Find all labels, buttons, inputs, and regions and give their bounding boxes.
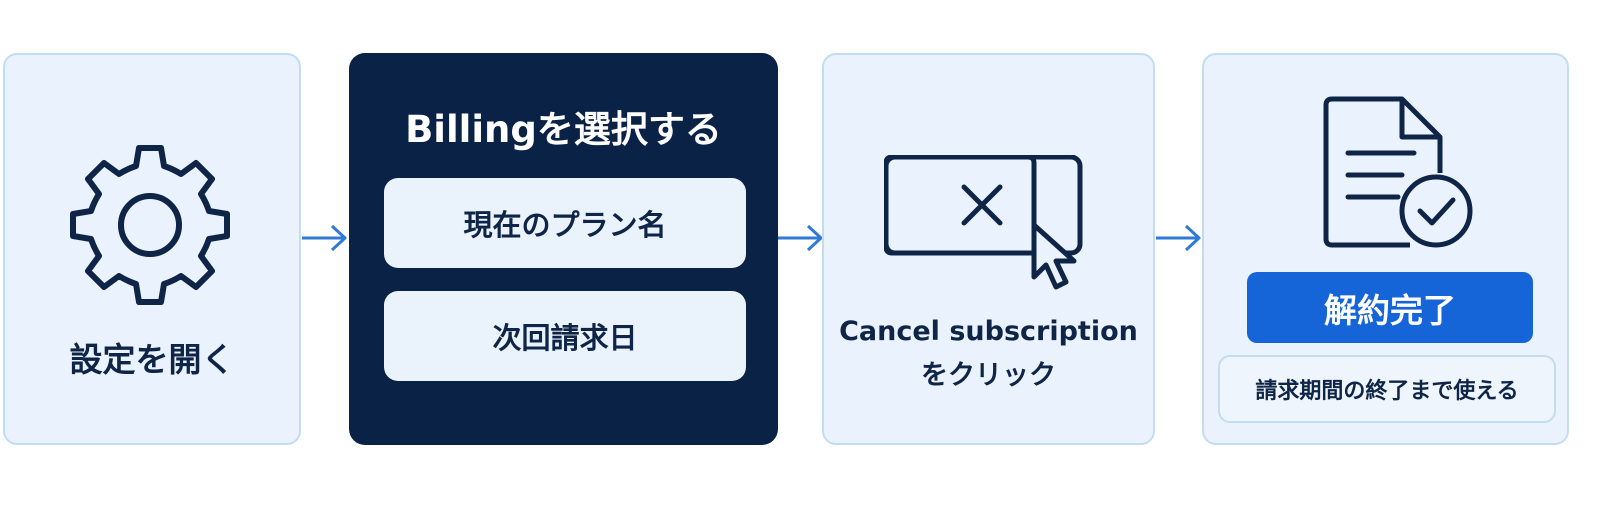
step-card-select-billing: Billingを選択する 現在のプラン名 次回請求日 <box>349 53 778 445</box>
document-check-icon <box>1323 96 1473 248</box>
arrow-right-icon <box>302 224 347 252</box>
step-label: 設定を開く <box>69 340 235 379</box>
step-label-line: Cancel subscription <box>839 316 1138 347</box>
billing-period-note: 請求期間の終了まで使える <box>1218 355 1556 423</box>
cancel-complete-badge: 解約完了 <box>1247 272 1533 343</box>
step-label: Cancel subscription をクリック <box>824 310 1153 398</box>
step-label-line: をクリック <box>921 360 1056 391</box>
step-card-cancel-complete: 解約完了 請求期間の終了まで使える <box>1202 53 1569 445</box>
arrow-right-icon <box>1156 224 1201 252</box>
gear-icon <box>70 145 230 305</box>
next-billing-date-item: 次回請求日 <box>384 291 746 381</box>
arrow-right-icon <box>778 224 823 252</box>
step-card-click-cancel: Cancel subscription をクリック <box>822 53 1155 445</box>
step-card-open-settings: 設定を開く <box>3 53 301 445</box>
step-title: Billingを選択する <box>405 108 722 151</box>
cancel-window-cursor-icon <box>884 155 1083 290</box>
current-plan-item: 現在のプラン名 <box>384 178 746 268</box>
